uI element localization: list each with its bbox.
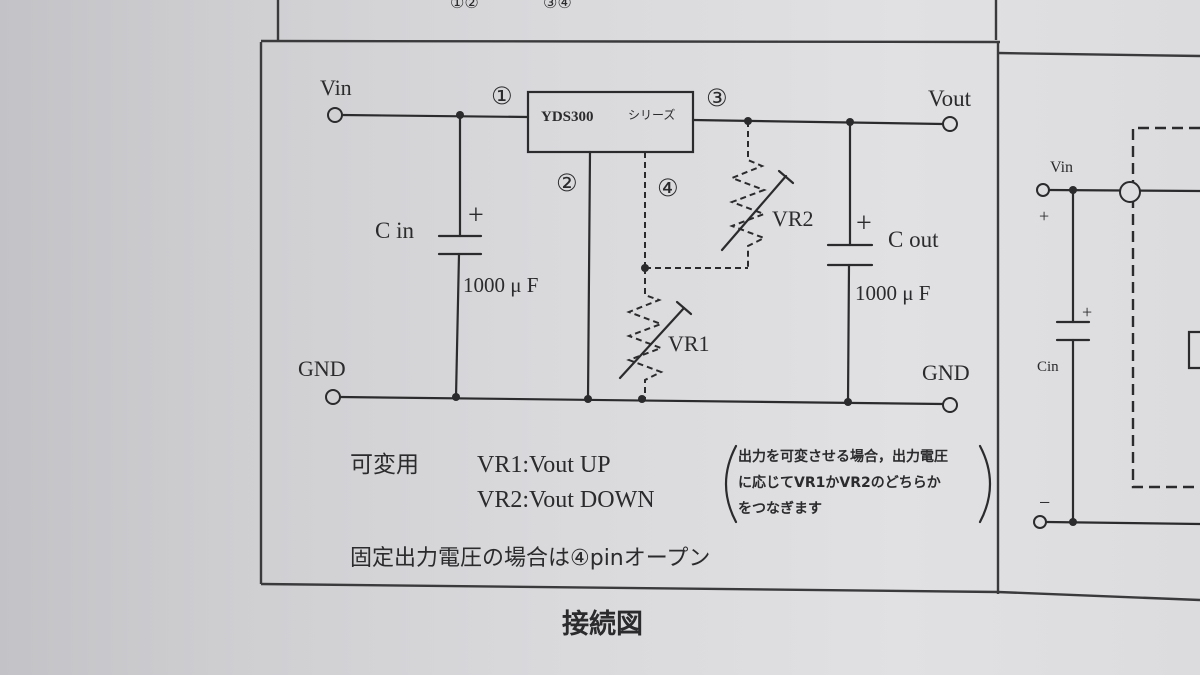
adjust-note: 出力を可変させる場合，出力電圧 に応じてVR1かVR2のどちらか をつなぎます	[724, 444, 992, 524]
note-close-paren	[978, 444, 992, 524]
vr2-resistor	[729, 121, 767, 268]
junction-dot	[641, 264, 649, 272]
regulator-series: シリーズ	[628, 107, 675, 122]
vout-terminal	[942, 116, 958, 132]
cin-bottom-lead	[454, 252, 461, 399]
side-vin-label: Vin	[1050, 159, 1073, 176]
note-line-3: をつなぎます	[738, 500, 822, 517]
side-box-bottom-edge	[997, 590, 1200, 602]
pin4-label: ④	[657, 174, 679, 202]
fixed-output-note: 固定出力電圧の場合は④pinオープン	[350, 546, 710, 571]
legend-line-vr1: VR1:Vout UP	[477, 452, 611, 478]
note-line-1: 出力を可変させる場合，出力電圧	[738, 448, 948, 465]
junction-dot	[1069, 518, 1077, 526]
page-frame	[259, 0, 1200, 602]
junction-dot	[1069, 186, 1077, 194]
side-cin-plus: +	[1082, 302, 1092, 322]
junction-dot	[846, 118, 854, 126]
pin2-ground-wire	[586, 150, 592, 401]
gnd-right-terminal	[942, 397, 958, 413]
vin-label: Vin	[320, 75, 352, 100]
cout-bottom-lead	[846, 263, 851, 404]
legend-heading: 可変用	[350, 452, 419, 478]
vr1-arrow-tip	[675, 300, 693, 316]
legend: 可変用 VR1:Vout UP VR2:Vout DOWN	[350, 452, 655, 513]
pin2-label: ②	[556, 169, 578, 197]
side-minus-label: −	[1039, 492, 1050, 514]
cout-label: C out	[888, 227, 939, 252]
regulator-model: YDS300	[541, 109, 594, 125]
junction-dot	[452, 393, 460, 401]
vr2-arrow-tip	[777, 169, 795, 185]
top-fragment-left: ①②	[450, 0, 479, 12]
vr1-resistor	[626, 268, 664, 399]
output-rail	[691, 118, 945, 126]
cout-value: 1000 μ F	[855, 281, 930, 305]
side-box-top-edge	[997, 51, 1200, 58]
input-rail	[340, 113, 530, 119]
side-vin-terminal	[1036, 183, 1050, 197]
pin3-label: ③	[706, 84, 728, 112]
note-open-paren	[724, 444, 738, 524]
junction-dot	[638, 395, 646, 403]
vout-label: Vout	[928, 86, 972, 111]
gnd-left-label: GND	[298, 356, 346, 381]
vr1-label: VR1	[668, 331, 710, 356]
side-node-circle	[1119, 181, 1141, 203]
main-box-top-edge	[260, 39, 1001, 44]
gnd-left-terminal	[325, 389, 341, 405]
note-line-2: に応じてVR1かVR2のどちらか	[738, 474, 941, 491]
junction-dot	[744, 117, 752, 125]
junction-dot	[584, 395, 592, 403]
junction-dot	[456, 111, 464, 119]
vr2-label: VR2	[772, 206, 814, 231]
side-partial-box	[1187, 330, 1200, 370]
cin-label: C in	[375, 218, 414, 243]
pin1-label: ①	[491, 82, 513, 110]
side-plus-label: +	[1039, 206, 1049, 226]
regulator-block	[526, 90, 695, 154]
top-fragment-right: ③④	[543, 0, 572, 12]
diagram-caption: 接続図	[562, 609, 643, 640]
side-circuit: Vin + + Cin −	[1033, 126, 1200, 529]
cout-polarity: +	[856, 208, 872, 239]
cin-polarity: +	[468, 200, 484, 231]
main-circuit: YDS300 シリーズ Vin Vout GND GND ① ② ③ ④	[298, 75, 972, 413]
side-dashed-box	[1131, 126, 1200, 489]
main-box-bottom-edge	[260, 582, 999, 594]
side-cin-label: Cin	[1037, 359, 1059, 375]
cin-value: 1000 μ F	[463, 273, 538, 297]
vr1-adjust-arrow	[618, 306, 686, 380]
legend-line-vr2: VR2:Vout DOWN	[477, 487, 655, 513]
vr2-adjust-arrow	[720, 174, 788, 252]
junction-dot	[844, 398, 852, 406]
vin-terminal	[327, 107, 343, 123]
gnd-right-label: GND	[922, 360, 970, 385]
side-gnd-terminal	[1033, 515, 1047, 529]
